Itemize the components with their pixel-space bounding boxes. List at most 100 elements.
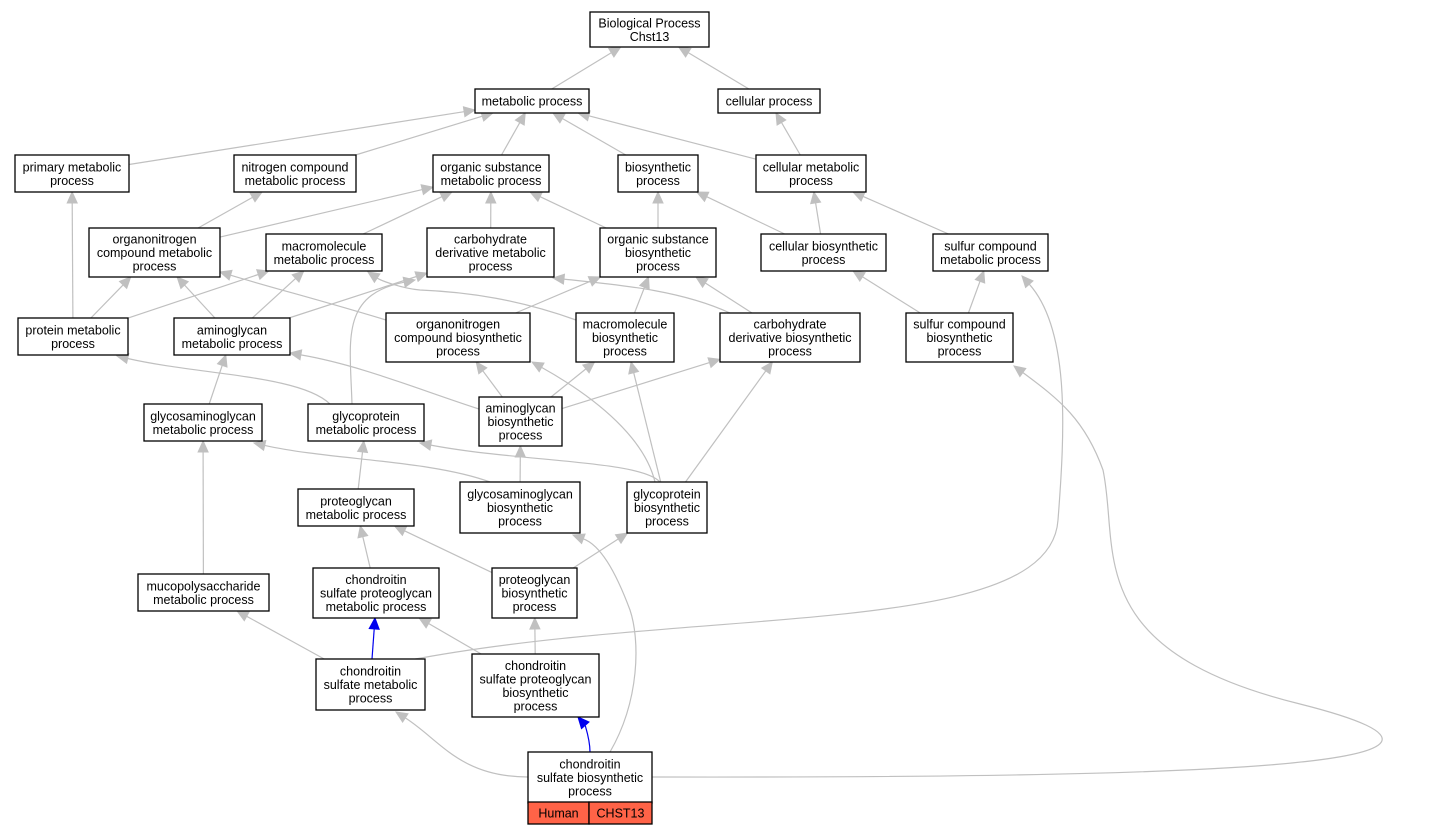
edge-line — [562, 117, 627, 156]
edge-macromolecule-biosynthetic-to-macromolecule-metabolic — [366, 271, 577, 321]
node-box — [719, 312, 861, 363]
edge-chondroitin-sulfate-metabolic-to-mucopolysaccharide-metabolic — [236, 610, 325, 660]
node-box — [760, 233, 887, 272]
edge-proteoglycan-metabolic-to-glycoprotein-metabolic — [356, 439, 369, 490]
arrowhead-icon — [529, 191, 543, 203]
arrowhead-icon — [530, 361, 545, 373]
edge-glycoprotein-biosynthetic-to-glycoprotein-metabolic — [418, 439, 661, 483]
node-box — [426, 227, 555, 278]
edge-line — [230, 274, 387, 321]
node-label-line: process — [436, 345, 480, 359]
edge-cellular-biosynthetic-to-cellular-metabolic — [810, 190, 822, 235]
node-metabolic[interactable]: metabolic process — [474, 88, 590, 114]
node-label-line: metabolic process — [441, 174, 542, 188]
node-label-line: metabolic process — [274, 253, 375, 267]
edge-line — [706, 196, 785, 235]
edge-line — [539, 196, 607, 229]
node-label-line: derivative biosynthetic — [729, 331, 852, 345]
edge-line — [409, 283, 1064, 661]
edge-line — [561, 362, 710, 410]
edge-sulfur-compound-metabolic-to-cellular-metabolic — [851, 191, 949, 235]
arrowhead-icon — [475, 361, 488, 375]
edge-line — [967, 281, 981, 314]
arrowhead-icon — [255, 269, 270, 281]
node-label-line: metabolic process — [153, 423, 254, 437]
edge-line — [551, 52, 612, 90]
node-box — [88, 227, 221, 278]
arrowhead-icon — [514, 111, 526, 126]
node-box — [385, 312, 531, 363]
edge-sulfur-compound-biosynthetic-to-sulfur-compound-metabolic — [967, 269, 986, 314]
arrowhead-icon — [775, 111, 787, 126]
edge-organonitrogen-metabolic-to-nitrogen-compound — [197, 191, 264, 229]
node-box — [474, 88, 590, 114]
node-box — [312, 567, 440, 619]
node-label-line: process — [349, 692, 393, 706]
edge-organic-substance-biosynthetic-to-biosynthetic — [652, 190, 664, 228]
edge-biosynthetic-to-metabolic — [551, 112, 627, 156]
edge-organonitrogen-biosynthetic-to-organonitrogen-metabolic — [218, 269, 387, 321]
node-label-line: biosynthetic — [625, 160, 691, 174]
edge-chondroitin-sulfate-biosynthetic-to-sulfur-compound-biosynthetic — [651, 365, 1383, 778]
node-label-line: carbohydrate — [754, 318, 827, 332]
annotation-species-cell[interactable]: Human — [527, 801, 590, 825]
arrowhead-icon — [356, 439, 369, 454]
node-label-line: process — [51, 337, 95, 351]
node-label-line: biosynthetic — [487, 415, 553, 429]
arrowhead-icon — [252, 439, 267, 452]
annotation-cell-box — [588, 801, 653, 825]
node-box — [626, 481, 708, 534]
node-label-line: metabolic process — [153, 593, 254, 607]
node-box — [617, 154, 699, 193]
edge-line — [300, 354, 480, 410]
arrowhead-icon — [707, 357, 722, 369]
node-label-line: sulfate metabolic — [324, 678, 418, 692]
edge-proteoglycan-biosynthetic-to-glycoprotein-biosynthetic — [572, 532, 629, 569]
node-label-line: glycosaminoglycan — [150, 409, 256, 423]
edge-line — [583, 538, 637, 753]
edge-line — [219, 189, 423, 238]
node-label-line: primary metabolic — [23, 160, 122, 174]
edge-line — [362, 536, 371, 569]
edge-line — [184, 284, 216, 319]
node-label-line: metabolic process — [182, 337, 283, 351]
annotation-gene-cell[interactable]: CHST13 — [588, 801, 653, 825]
node-label-line: sulfate proteoglycan — [320, 587, 432, 601]
annotation-gene-label: CHST13 — [597, 807, 645, 821]
edge-line — [264, 444, 491, 483]
node-label-line: process — [133, 260, 177, 274]
node-label-line: biosynthetic — [592, 331, 658, 345]
edge-line — [246, 615, 325, 660]
node-cellular[interactable]: cellular process — [717, 88, 821, 114]
